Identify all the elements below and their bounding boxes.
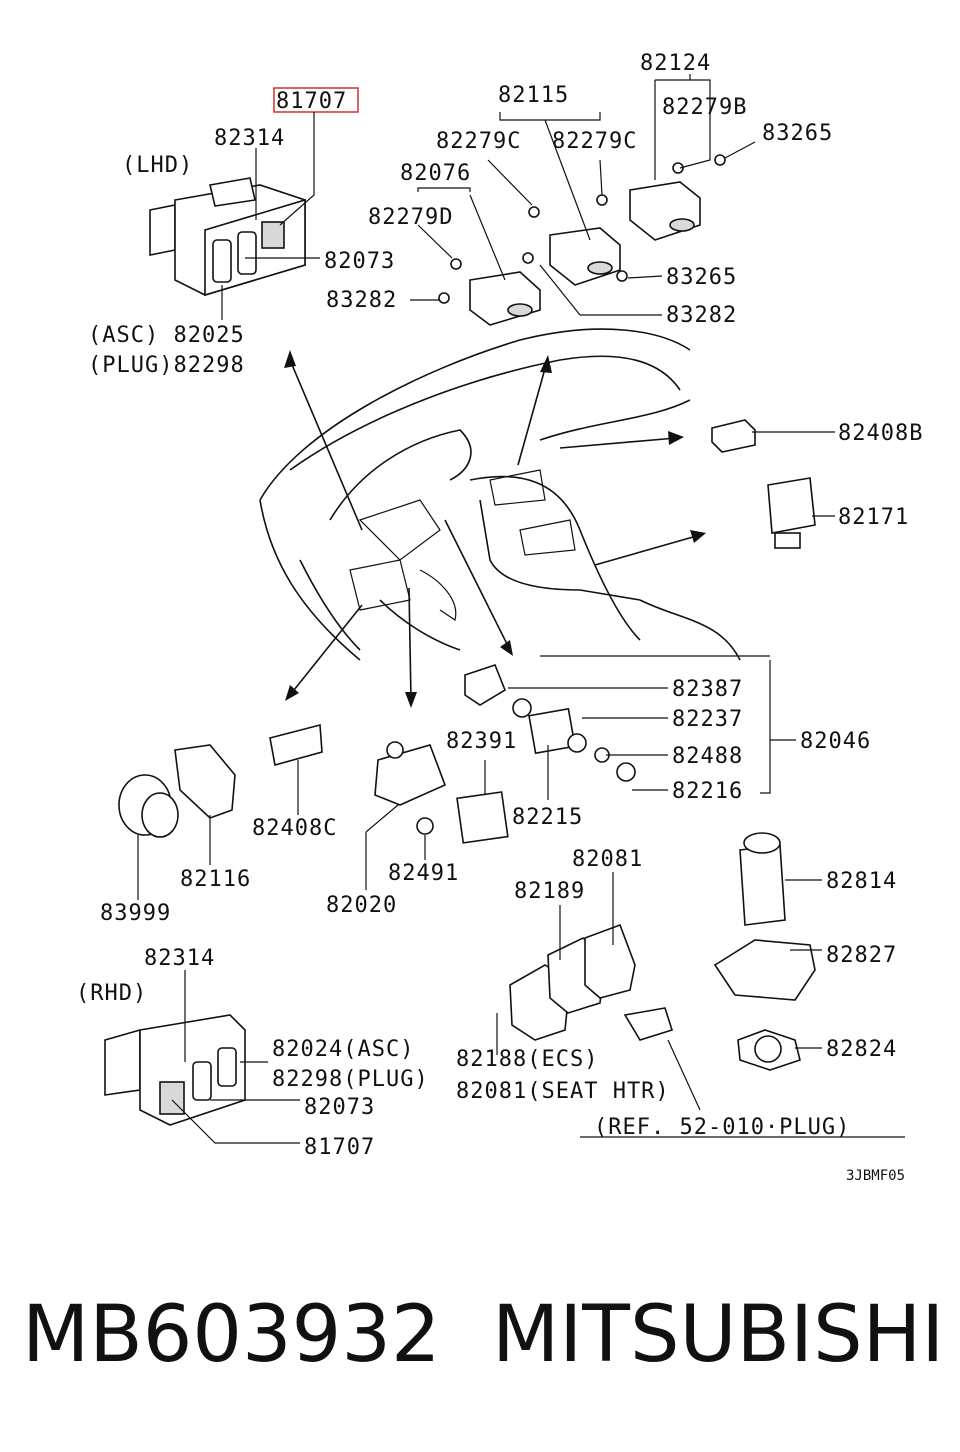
label-plug-82298: (PLUG)82298 <box>88 353 245 378</box>
label-83282-b: 83282 <box>666 303 737 328</box>
label-rhd: (RHD) <box>76 981 147 1006</box>
label-asc-82025: (ASC) 82025 <box>88 323 245 348</box>
label-82081-top: 82081 <box>572 847 643 872</box>
label-82408c: 82408C <box>252 816 337 841</box>
label-82279c-a: 82279C <box>436 129 521 154</box>
label-83282-a: 83282 <box>326 288 397 313</box>
parts-diagram: 81707 82314 (LHD) 82073 (ASC) 82025 (PLU… <box>76 51 923 1184</box>
label-82188-ecs: 82188(ECS) <box>456 1047 598 1072</box>
label-drawing-code: 3JBMF05 <box>846 1168 905 1184</box>
right-parts <box>711 419 816 1071</box>
label-82314-top: 82314 <box>214 126 285 151</box>
label-82073-rhd: 82073 <box>304 1095 375 1120</box>
label-lhd: (LHD) <box>122 153 193 178</box>
label-82298-plug: 82298(PLUG) <box>272 1067 429 1092</box>
label-82046: 82046 <box>800 729 871 754</box>
label-82279b: 82279B <box>662 95 747 120</box>
footer: MB603932 MITSUBISHI <box>0 1290 960 1400</box>
label-81707-rhd: 81707 <box>304 1135 375 1160</box>
upper-brackets <box>438 154 726 326</box>
label-82116: 82116 <box>180 867 251 892</box>
label-82081-seat: 82081(SEAT HTR) <box>456 1079 670 1104</box>
label-82279d: 82279D <box>368 205 453 230</box>
dashboard-outline <box>259 328 741 661</box>
label-82488: 82488 <box>672 744 743 769</box>
part-number: MB603932 <box>22 1290 441 1380</box>
lhd-switch-panel <box>149 87 359 297</box>
label-83265-b: 83265 <box>666 265 737 290</box>
label-82314-rhd: 82314 <box>144 946 215 971</box>
label-82073-top: 82073 <box>324 249 395 274</box>
leader-lines <box>137 74 905 1144</box>
label-82391: 82391 <box>446 729 517 754</box>
label-82189: 82189 <box>514 879 585 904</box>
label-82076: 82076 <box>400 161 471 186</box>
label-83265-a: 83265 <box>762 121 833 146</box>
label-82279c-b: 82279C <box>552 129 637 154</box>
highlight-box <box>273 87 359 113</box>
bottom-switches <box>104 923 674 1126</box>
label-82215: 82215 <box>512 805 583 830</box>
middle-parts <box>118 664 636 844</box>
label-82408b: 82408B <box>838 421 923 446</box>
label-81707-top: 81707 <box>276 89 347 114</box>
label-83999: 83999 <box>100 901 171 926</box>
label-ref: (REF. 52-010·PLUG) <box>594 1115 850 1140</box>
diagram-labels: 81707 82314 (LHD) 82073 (ASC) 82025 (PLU… <box>76 51 923 1184</box>
make-name: MITSUBISHI <box>492 1290 945 1380</box>
label-82024-asc: 82024(ASC) <box>272 1037 414 1062</box>
label-82827: 82827 <box>826 943 897 968</box>
label-82814: 82814 <box>826 869 897 894</box>
label-82115: 82115 <box>498 83 569 108</box>
label-82171: 82171 <box>838 505 909 530</box>
arrows <box>284 350 706 708</box>
label-82216: 82216 <box>672 779 743 804</box>
label-82824: 82824 <box>826 1037 897 1062</box>
label-82124: 82124 <box>640 51 711 76</box>
label-82237: 82237 <box>672 707 743 732</box>
label-82491: 82491 <box>388 861 459 886</box>
label-82020: 82020 <box>326 893 397 918</box>
label-82387: 82387 <box>672 677 743 702</box>
